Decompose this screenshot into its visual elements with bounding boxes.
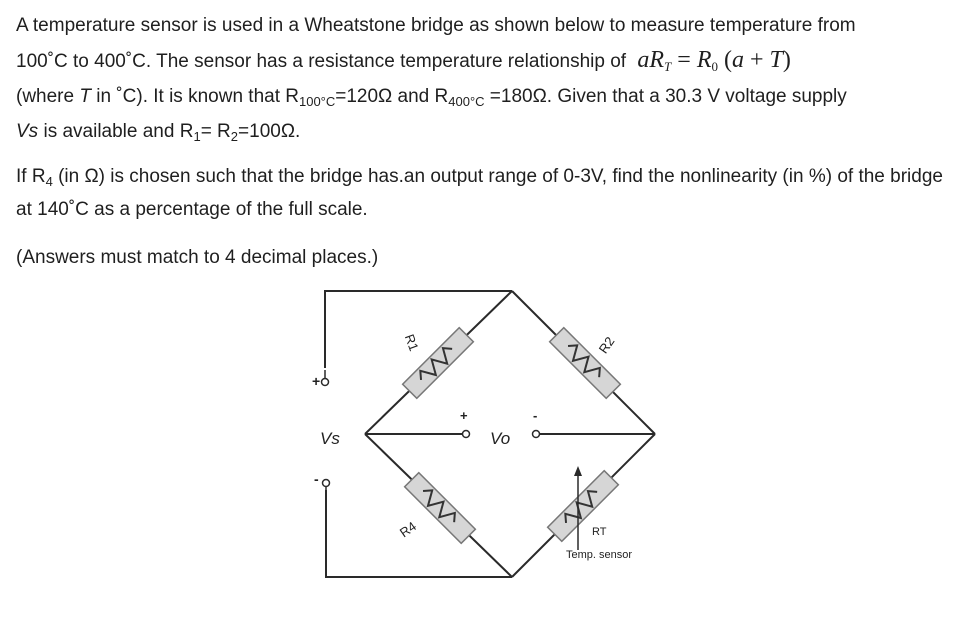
vo-plus-sign: + bbox=[460, 408, 468, 423]
question-line-2-text: 100˚C to 400˚C. The sensor has a resista… bbox=[16, 51, 627, 72]
formula-close-paren: ) bbox=[782, 47, 791, 73]
formula-rhs-t: T bbox=[769, 47, 783, 73]
formula-lhs-sub: T bbox=[664, 59, 672, 74]
line3-sub-400c: 400°C bbox=[448, 94, 485, 109]
formula-equals: = bbox=[677, 47, 691, 73]
p2-part-b: (in Ω) is chosen such that the bridge ha… bbox=[16, 166, 943, 220]
resistor-rt bbox=[546, 469, 620, 543]
vo-minus-terminal bbox=[531, 429, 541, 439]
bottom-supply-wire bbox=[325, 490, 512, 578]
question-line-2: 100˚C to 400˚C. The sensor has a resista… bbox=[16, 43, 951, 79]
question-paragraph-2: If R4 (in Ω) is chosen such that the bri… bbox=[16, 160, 951, 226]
r1-label: R1 bbox=[402, 332, 422, 353]
line3-part-c: =120Ω and R bbox=[335, 86, 449, 107]
formula-rhs-r: R bbox=[696, 47, 712, 73]
resistor-r2 bbox=[548, 326, 622, 400]
vs-minus-sign: - bbox=[314, 471, 319, 487]
formula-plus: + bbox=[750, 47, 764, 73]
vo-minus-sign: - bbox=[533, 408, 537, 423]
r2-label: R2 bbox=[596, 334, 618, 356]
rt-label: RT bbox=[592, 526, 607, 538]
formula-rhs-a: a bbox=[732, 47, 744, 73]
formula-lhs-a: a bbox=[637, 47, 650, 73]
temp-sensor-arrow bbox=[574, 466, 582, 550]
line4-part-b: is available and R bbox=[38, 121, 194, 142]
vo-plus-terminal bbox=[461, 429, 471, 439]
vs-minus-terminal bbox=[321, 478, 331, 488]
vs-label: Vs bbox=[320, 429, 340, 448]
line3-part-a: (where bbox=[16, 86, 80, 107]
wheatstone-bridge-diagram: + - + - Vs Vo R1 R2 RT R4 RT Temp. senso… bbox=[312, 290, 656, 578]
question-line-4: Vs is available and R1= R2=100Ω. bbox=[16, 114, 951, 149]
line3-part-b: in ˚C). It is known that R bbox=[90, 86, 299, 107]
line3-sub-100c: 100°C bbox=[298, 94, 336, 109]
line4-vs: Vs bbox=[16, 121, 39, 142]
formula-open-paren: ( bbox=[724, 47, 732, 73]
line4-sub-2: 2 bbox=[230, 129, 239, 144]
line3-t: T bbox=[79, 86, 91, 107]
r4-label-text: R4 bbox=[397, 518, 419, 540]
formula-rhs-sub: 0 bbox=[711, 59, 719, 74]
question-line-1: A temperature sensor is used in a Wheats… bbox=[16, 15, 856, 36]
resistor-r4 bbox=[403, 471, 477, 545]
line4-part-c: = R bbox=[200, 121, 231, 142]
line4-sub-1: 1 bbox=[193, 129, 201, 144]
p2-sub-4: 4 bbox=[45, 174, 53, 189]
question-paragraph-3: (Answers must match to 4 decimal places.… bbox=[16, 247, 379, 268]
line4-part-d: =100Ω. bbox=[238, 121, 301, 142]
question-line-3: (where T in ˚C). It is known that R100°C… bbox=[16, 79, 951, 114]
question-paragraph-1: A temperature sensor is used in a Wheats… bbox=[16, 8, 951, 149]
vs-plus-terminal bbox=[320, 377, 330, 387]
top-supply-wire bbox=[324, 290, 512, 368]
formula-lhs-r: R bbox=[649, 47, 665, 73]
vs-plus-sign: + bbox=[312, 373, 320, 389]
formula: aRT = R0 (a + T) bbox=[631, 47, 791, 73]
resistor-r1 bbox=[401, 326, 475, 400]
line3-part-d: =180Ω. Given that a 30.3 V voltage suppl… bbox=[484, 86, 847, 107]
vo-label: Vo bbox=[490, 429, 510, 448]
temp-sensor-label: Temp. sensor bbox=[566, 549, 632, 561]
p2-part-a: If R bbox=[16, 166, 46, 187]
